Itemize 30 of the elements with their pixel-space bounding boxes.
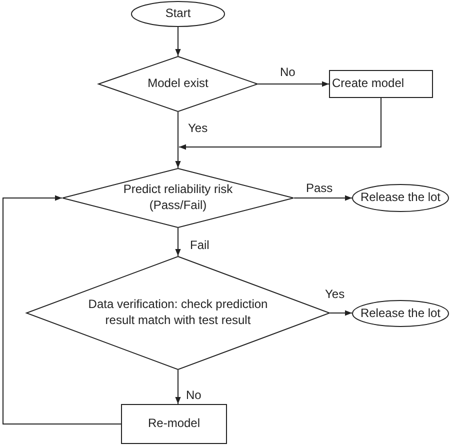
arrow	[175, 228, 181, 256]
arrow	[178, 98, 382, 150]
terminal-ellipse	[352, 300, 449, 327]
process-box	[121, 404, 227, 444]
edge-label: Fail	[190, 239, 210, 252]
node-label: Start	[165, 6, 191, 22]
decision-diamond	[98, 56, 258, 112]
node-label: Release the lot	[360, 306, 441, 322]
edge-label: Yes	[325, 288, 345, 302]
terminal-ellipse	[352, 184, 449, 212]
arrow	[330, 310, 352, 316]
edge-label: Pass	[306, 182, 333, 196]
arrow	[175, 26, 181, 56]
arrow	[175, 370, 181, 404]
node-label: Data verification: check prediction result match with test result	[87, 297, 269, 329]
edge-label: No	[280, 66, 296, 80]
node-label: Create model	[332, 76, 404, 92]
process-box	[329, 70, 433, 98]
node-label: Re-model	[148, 416, 200, 432]
arrow	[258, 81, 330, 87]
arrow	[2, 195, 122, 424]
node-label: Predict reliability risk (Pass/Fail)	[122, 182, 234, 214]
arrow	[175, 146, 181, 168]
decision-diamond	[62, 168, 294, 228]
edge-label: Yes	[188, 122, 208, 136]
node-label: Release the lot	[360, 190, 441, 206]
terminal-ellipse	[131, 1, 225, 27]
arrow	[294, 195, 352, 201]
node-label: Model exist	[148, 76, 208, 92]
edge-label: No	[186, 389, 202, 402]
